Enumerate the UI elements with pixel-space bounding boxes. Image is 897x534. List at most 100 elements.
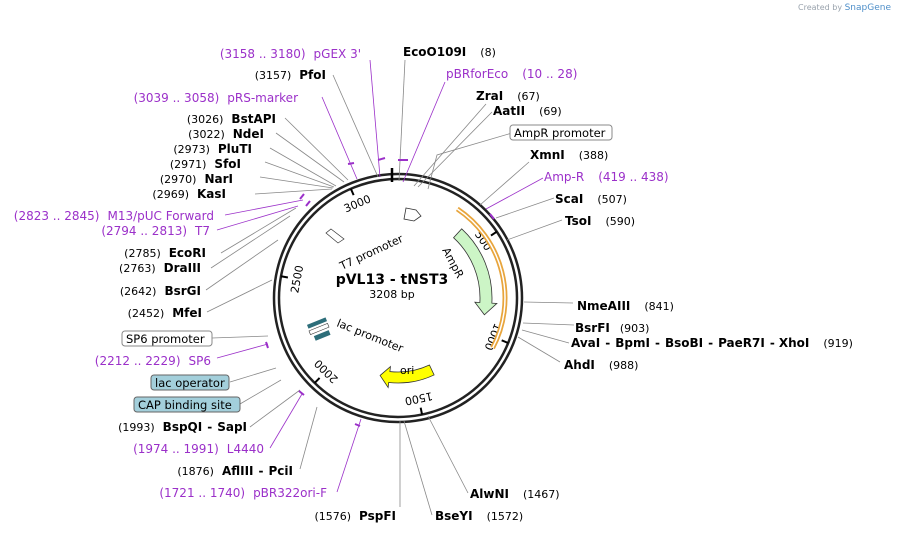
primer-pBR322ori-F[interactable]: pBR322ori-F — [253, 486, 327, 500]
enzyme-MfeI[interactable]: MfeI — [172, 306, 202, 320]
svg-text:(2785)EcoRI: (2785)EcoRI — [124, 246, 206, 260]
svg-text:(3026)BstAPI: (3026)BstAPI — [187, 112, 276, 126]
svg-text:(2763)DraIII: (2763)DraIII — [119, 261, 201, 275]
tick-3000 — [349, 188, 355, 196]
svg-text:(2973)PluTI: (2973)PluTI — [173, 142, 252, 156]
svg-text:(2969)KasI: (2969)KasI — [152, 187, 226, 201]
tick-2000 — [313, 377, 321, 384]
svg-text:(3039 .. 3058)pRS-marker: (3039 .. 3058)pRS-marker — [134, 91, 298, 105]
svg-text:pBRforEco(10 .. 28): pBRforEco(10 .. 28) — [446, 67, 577, 81]
primer-L4440[interactable]: L4440 — [227, 442, 264, 456]
orf-arc-inner — [456, 208, 506, 349]
svg-text:(2970)NarI: (2970)NarI — [160, 172, 233, 186]
tick-label-1500: 1500 — [404, 389, 434, 407]
primer-Amp-R[interactable]: Amp-R — [544, 170, 584, 184]
svg-text:NmeAIII(841): NmeAIII(841) — [577, 299, 674, 313]
app-name: SnapGene — [844, 3, 891, 13]
tick-500 — [490, 230, 498, 237]
plasmid-size: 3208 bp — [369, 288, 414, 301]
svg-text:AhdI(988): AhdI(988) — [564, 358, 638, 372]
enzyme-AlwNI[interactable]: AlwNI — [470, 487, 509, 501]
credit-text: Created by — [798, 3, 843, 12]
primer-SP6[interactable]: SP6 — [189, 354, 212, 368]
ampr-promoter-text: AmpR promoter — [514, 126, 606, 140]
enzyme-multi-1993[interactable]: (1993)BspQI-SapI — [118, 420, 247, 434]
right-labels: EcoO109I(8) pBRforEco(10 .. 28) ZraI(67)… — [314, 45, 853, 523]
enzyme-DraIII[interactable]: DraIII — [164, 261, 201, 275]
svg-text:(2971)SfoI: (2971)SfoI — [170, 157, 241, 171]
plasmid-name: pVL13 - tNST3 — [336, 272, 449, 288]
ori-label: ori — [400, 364, 414, 377]
enzyme-NmeAIII[interactable]: NmeAIII — [577, 299, 630, 313]
enzyme-multi-919[interactable]: AvaI-BpmI-BsoBI-PaeR7I-XhoI(919) — [571, 336, 853, 350]
ampr-promoter-arrow[interactable] — [403, 207, 422, 222]
primer-T7[interactable]: T7 — [194, 224, 210, 238]
enzyme-EcoO109I[interactable]: EcoO109I — [403, 45, 466, 59]
primer-marks — [265, 157, 495, 427]
svg-text:(2642)BsrGI: (2642)BsrGI — [120, 284, 201, 298]
lac-operator-text: lac operator — [155, 376, 225, 390]
svg-text:(3022)NdeI: (3022)NdeI — [188, 127, 264, 141]
svg-text:(2794 .. 2813)T7: (2794 .. 2813)T7 — [101, 224, 210, 238]
svg-text:(3158 .. 3180)pGEX 3': (3158 .. 3180)pGEX 3' — [220, 47, 361, 61]
svg-text:AatII(69): AatII(69) — [493, 104, 562, 118]
enzyme-BsrGI[interactable]: BsrGI — [164, 284, 201, 298]
snapgene-credit: Created by SnapGene — [798, 3, 891, 13]
enzyme-NarI[interactable]: NarI — [204, 172, 233, 186]
ampr-promoter-box[interactable] — [509, 124, 613, 141]
ampr-feature[interactable] — [452, 228, 498, 316]
enzyme-XmnI[interactable]: XmnI — [530, 148, 565, 162]
svg-text:BseYI(1572): BseYI(1572) — [435, 509, 523, 523]
enzyme-AhdI[interactable]: AhdI — [564, 358, 595, 372]
backbone-outer — [272, 172, 524, 424]
sp6-promoter-box[interactable] — [121, 330, 213, 347]
tick-1000 — [501, 339, 509, 344]
primer-pGEX3[interactable]: pGEX 3' — [314, 47, 361, 61]
left-labels: (3158 .. 3180)pGEX 3' (3157)PfoI (3039 .… — [14, 47, 361, 500]
svg-text:(2212 .. 2229)SP6: (2212 .. 2229)SP6 — [95, 354, 211, 368]
primer-pRS-marker[interactable]: pRS-marker — [227, 91, 298, 105]
svg-text:TsoI(590): TsoI(590) — [565, 214, 635, 228]
enzyme-BsrFI[interactable]: BsrFI — [575, 321, 610, 335]
lac-elements[interactable] — [306, 317, 331, 341]
t7-promoter-label: T7 promoter — [337, 232, 406, 273]
lac-promoter-label: lac promoter — [335, 317, 406, 356]
enzyme-PfoI[interactable]: PfoI — [299, 68, 326, 82]
svg-text:(2823 .. 2845)M13/pUC Forward: (2823 .. 2845)M13/pUC Forward — [14, 209, 214, 223]
svg-text:(3157)PfoI: (3157)PfoI — [255, 68, 326, 82]
svg-text:ScaI(507): ScaI(507) — [555, 192, 627, 206]
t7-promoter-arrow[interactable] — [325, 228, 345, 244]
leader-lines — [205, 59, 575, 516]
cap-binding-site-text: CAP binding site — [138, 398, 232, 412]
enzyme-PspFI[interactable]: PspFI — [359, 509, 396, 523]
enzyme-PluTI[interactable]: PluTI — [218, 142, 252, 156]
primer-M13-pUC-forward[interactable]: M13/pUC Forward — [107, 209, 214, 223]
enzyme-NdeI[interactable]: NdeI — [233, 127, 264, 141]
svg-text:(1576)PspFI: (1576)PspFI — [314, 509, 396, 523]
enzyme-BseYI[interactable]: BseYI — [435, 509, 473, 523]
svg-text:XmnI(388): XmnI(388) — [530, 148, 608, 162]
svg-text:(2452)MfeI: (2452)MfeI — [128, 306, 202, 320]
svg-text:ZraI(67): ZraI(67) — [476, 89, 540, 103]
enzyme-EcoRI[interactable]: EcoRI — [169, 246, 206, 260]
enzyme-KasI[interactable]: KasI — [197, 187, 226, 201]
svg-text:EcoO109I(8): EcoO109I(8) — [403, 45, 496, 59]
ori-feature[interactable] — [379, 364, 435, 389]
backbone-inner — [277, 177, 519, 419]
svg-text:(1721 .. 1740)pBR322ori-F: (1721 .. 1740)pBR322ori-F — [159, 486, 327, 500]
svg-text:BsrFI(903): BsrFI(903) — [575, 321, 649, 335]
enzyme-SfoI[interactable]: SfoI — [214, 157, 241, 171]
enzyme-multi-1876[interactable]: (1876)AflIII-PciI — [177, 464, 293, 478]
enzyme-TsoI[interactable]: TsoI — [565, 214, 591, 228]
tick-2500 — [280, 275, 289, 279]
svg-text:Amp-R(419 .. 438): Amp-R(419 .. 438) — [544, 170, 669, 184]
enzyme-ScaI[interactable]: ScaI — [555, 192, 583, 206]
primer-pBRforEco[interactable]: pBRforEco — [446, 67, 508, 81]
enzyme-AatII[interactable]: AatII — [493, 104, 525, 118]
tick-label-2500: 2500 — [288, 264, 306, 294]
enzyme-BstAPI[interactable]: BstAPI — [231, 112, 276, 126]
enzyme-ZraI[interactable]: ZraI — [476, 89, 503, 103]
lac-operator-box[interactable] — [150, 374, 230, 391]
cap-binding-site-box[interactable] — [133, 396, 241, 413]
